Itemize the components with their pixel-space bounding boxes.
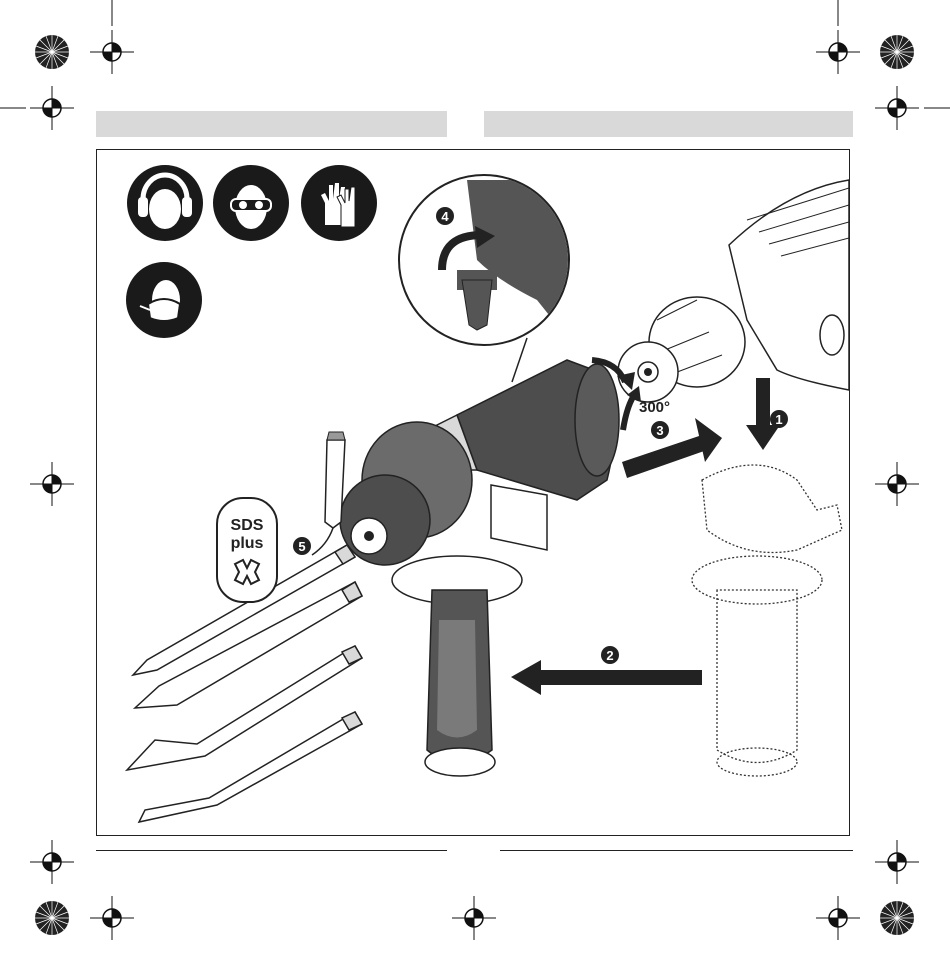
svg-text:1: 1 [775, 412, 782, 427]
step-badge-2: 2 [601, 646, 619, 664]
dust-mask-icon [126, 262, 202, 338]
gloves-icon [301, 165, 377, 241]
svg-text:2: 2 [606, 648, 613, 663]
sds-label: SDS [231, 517, 264, 534]
ear-protection-icon [127, 165, 203, 241]
arrow-step-3 [622, 418, 722, 478]
step-badge-4: 4 [436, 207, 454, 225]
step-badge-3: 3 [651, 421, 669, 439]
eye-protection-icon [213, 165, 289, 241]
svg-text:4: 4 [441, 209, 449, 224]
plus-label: plus [231, 535, 264, 552]
arrow-step-2 [511, 660, 702, 695]
ghost-handle [692, 465, 842, 776]
auxiliary-handle [392, 556, 522, 776]
step-badge-1: 1 [770, 410, 788, 428]
rotation-angle-label: 300° [639, 399, 670, 416]
drill-body [618, 180, 849, 402]
illustration-canvas: SDS plus 300° [97, 150, 849, 835]
chuck-attachment [340, 360, 619, 565]
step-badge-5: 5 [293, 537, 311, 555]
svg-text:3: 3 [656, 423, 663, 438]
svg-text:5: 5 [298, 539, 305, 554]
grease-tube [312, 432, 345, 555]
detail-inset [399, 175, 577, 382]
illustration-frame: SDS plus 300° [96, 149, 850, 836]
sds-plus-badge: SDS plus [217, 498, 277, 602]
